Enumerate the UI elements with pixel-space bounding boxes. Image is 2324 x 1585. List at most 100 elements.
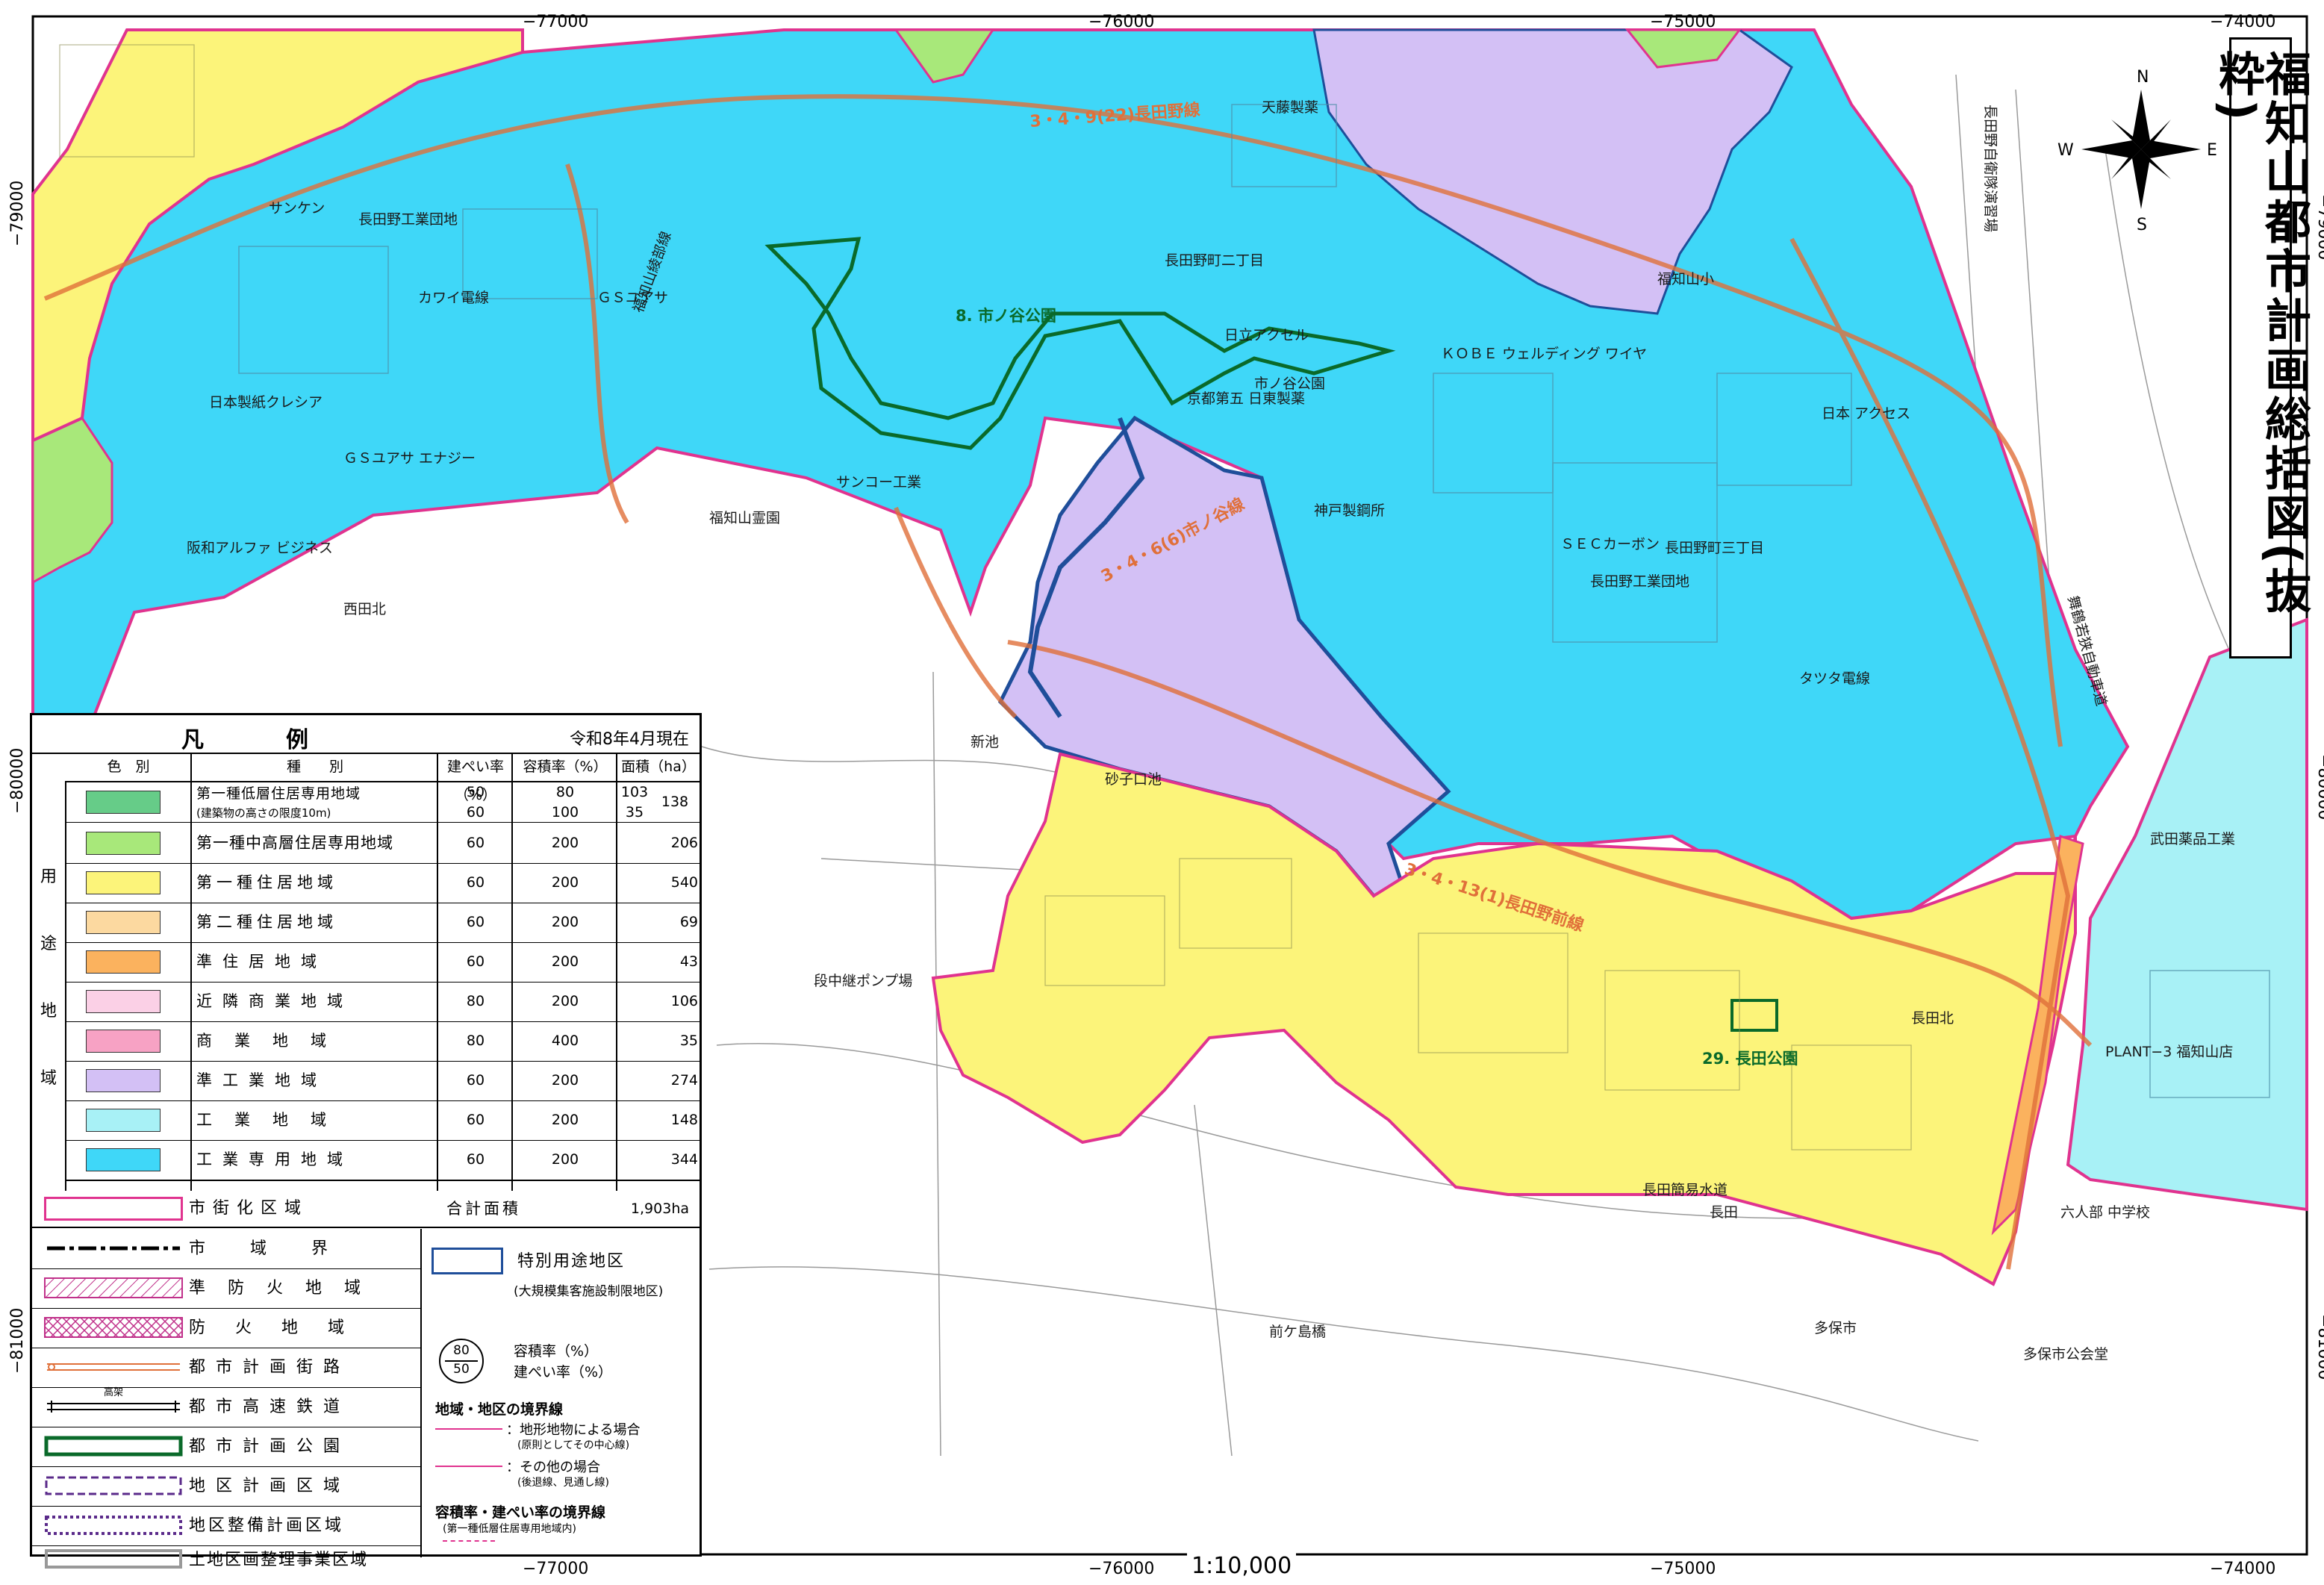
place-label: 砂子口池 [1105, 771, 1162, 788]
place-label: 新池 [971, 734, 999, 750]
zone-bcr: 60 [466, 914, 485, 930]
zone-area: 274 [670, 1072, 698, 1089]
coord-top-3: −75000 [1650, 13, 1716, 31]
place-label: 日立アクセル [1224, 327, 1309, 343]
symbol-name: 市域界 [189, 1239, 373, 1258]
other-boundary-sub: (後退線、見通し線) [517, 1477, 609, 1489]
zone-bcr: 80 [466, 1033, 485, 1049]
zone-bcr: 60 [466, 874, 485, 891]
symbol-name: 都市計画公園 [189, 1437, 351, 1456]
zone-swatch [86, 832, 161, 855]
place-label: 多保市公会堂 [2023, 1346, 2108, 1363]
place-label: 阪和アルファ ビジネス [187, 540, 333, 556]
park-8-label: 8. 市ノ谷公園 [956, 307, 1056, 325]
terrain-boundary-text: ：地形地物による場合 [506, 1422, 641, 1438]
legend-group-label: 用 途 地 域 [32, 781, 66, 1191]
zone-far: 100 [551, 804, 579, 820]
place-label: ＧＳユアサ エナジー [343, 450, 476, 467]
terrain-boundary-line [435, 1428, 502, 1430]
zone-name: 工業地域 [196, 1111, 349, 1129]
scale-label: 1:10,000 [1187, 1553, 1297, 1579]
symbol-row: 土地区画整理事業区域 [32, 1545, 420, 1575]
zone-name: 準住居地域 [196, 953, 327, 971]
legend-panel: 凡 例 令和8年4月現在 色 別 種 別 建ぺい率（%） 容積率（%） 面積（h… [30, 713, 702, 1569]
coord-top-1: −77000 [523, 13, 588, 31]
coord-right-2: −80000 [2314, 754, 2324, 820]
symbol-name: 地区計画区域 [189, 1477, 351, 1495]
place-label: ＧＳユアサ [597, 290, 668, 306]
zone-mid-high-residential-top [894, 28, 995, 84]
ratio-far-label: 容積率（%） [514, 1343, 599, 1360]
compass-w: W [2057, 141, 2074, 160]
coord-left-3: −81000 [8, 1308, 27, 1374]
legend-zone-row: 第一種住居地域 60 200 540 [65, 863, 700, 903]
place-label: 長田 [1710, 1204, 1738, 1221]
place-label: 長田簡易水道 [1642, 1182, 1728, 1198]
symbol-name: 地区整備計画区域 [189, 1516, 345, 1535]
ratio-circle-divider [445, 1360, 478, 1362]
urbanized-swatch [44, 1197, 183, 1221]
park-29-boundary [1730, 999, 1778, 1032]
place-label: タツタ電線 [1799, 670, 1870, 687]
zone-area: 206 [670, 835, 698, 851]
legend-zone-row: 準住居地域 60 200 43 [65, 942, 700, 983]
zone-far: 200 [551, 1151, 579, 1168]
zone-name: 第一種住居地域 [196, 874, 337, 891]
zone-bcr: 60 [466, 1072, 485, 1089]
planned-streets [43, 94, 2093, 1270]
place-label: サンケン [269, 200, 325, 217]
zone-name: 近隣商業地域 [196, 992, 353, 1010]
district-plan-icon [45, 1476, 182, 1495]
ratio-bcr-label: 建ぺい率（%） [514, 1364, 613, 1380]
place-label: 天藤製薬 [1262, 99, 1318, 116]
zone-area: 148 [670, 1112, 698, 1128]
zone-far: 200 [551, 874, 579, 891]
symbol-row: 市域界 [32, 1229, 420, 1269]
zone-swatch [86, 1030, 161, 1053]
zone-name: 第一種中高層住居専用地域 [196, 834, 393, 852]
legend-col-color: 色 別 [65, 753, 192, 782]
zone-area: 43 [679, 953, 698, 970]
legend-zone-row: 第一種低層住居専用地域 (建築物の高さの限度10m) 50 60 80 100 … [65, 782, 700, 823]
other-boundary-text: ：その他の場合 [506, 1460, 600, 1475]
special-district-sub: (大規模集客施設制限地区) [514, 1284, 664, 1299]
place-label: 長田野工業団地 [1590, 573, 1689, 590]
ratio-circle-top: 80 [453, 1343, 470, 1358]
zone-area: 138 [661, 794, 689, 810]
place-label: PLANT−3 福知山店 [2105, 1044, 2233, 1060]
symbol-name: 防火地域 [189, 1318, 375, 1337]
ratio-sample-legend: 80 50 容積率（%） 建ぺい率（%） [439, 1339, 700, 1391]
map-title: 福知山都市計画総括図(抜粋) [2211, 50, 2311, 617]
zone-name: 準工業地域 [196, 1071, 327, 1089]
place-label: 福知山霊園 [709, 510, 780, 526]
district-improve-icon [45, 1516, 182, 1535]
coord-right-1: −79000 [2314, 194, 2324, 260]
legend-zone-rows: 第一種低層住居専用地域 (建築物の高さの限度10m) 50 60 80 100 … [65, 782, 700, 1193]
place-label: 多保市 [1814, 1320, 1857, 1336]
legend-header: 凡 例 令和8年4月現在 [32, 715, 700, 754]
zone-swatch [86, 911, 161, 934]
coord-bottom-3: −75000 [1650, 1560, 1716, 1578]
place-label: サンコー工業 [836, 474, 921, 491]
place-label: 長田野町三丁目 [1665, 540, 1764, 556]
boundary-heading: 地域・地区の境界線 [435, 1401, 564, 1418]
zone-swatch [86, 1109, 161, 1132]
compass-s: S [2137, 216, 2147, 234]
special-district-legend: 特別用途地区 (大規模集客施設制限地区) [424, 1242, 700, 1320]
zone-bcr: 80 [466, 993, 485, 1009]
coord-left-2: −80000 [8, 748, 27, 814]
place-label: 六人部 中学校 [2060, 1204, 2150, 1221]
special-district-boundary [1027, 417, 1145, 718]
legend-zone-row: 第一種中高層住居専用地域 60 200 206 [65, 823, 700, 864]
symbol-name: 都市高速鉄道 [189, 1398, 351, 1416]
zone-area-split: 103 [620, 784, 649, 800]
legend-sep [190, 753, 192, 1191]
place-label: 武田薬品工業 [2150, 831, 2235, 847]
zone-area: 344 [670, 1151, 698, 1168]
zone-bcr: 60 [466, 1151, 485, 1168]
zone-area: 540 [670, 874, 698, 891]
fire-zone-icon [44, 1317, 183, 1338]
place-label: 前ケ島橋 [1269, 1324, 1326, 1340]
legend-sep [616, 753, 617, 1191]
zone-name: 商業地域 [196, 1032, 349, 1050]
